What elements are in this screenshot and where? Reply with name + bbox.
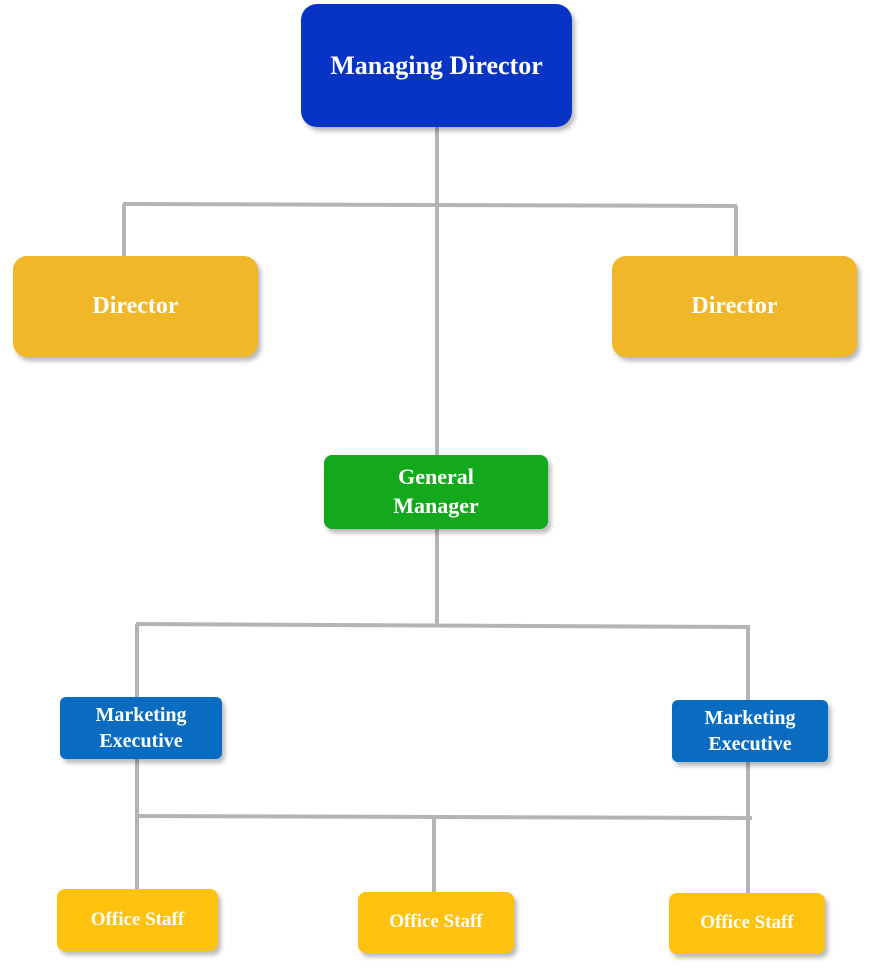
office-staff-label-3: Office Staff [700, 912, 794, 934]
marketing-executive-box-left: Marketing Executive [60, 697, 222, 759]
general-manager-box: General Manager [324, 455, 548, 529]
marketing-executive-left-line-2: Executive [99, 730, 183, 752]
director-label-right: Director [691, 292, 778, 319]
director-box-right: Director [612, 256, 857, 357]
director-label-left: Director [92, 292, 179, 319]
office-staff-box-1: Office Staff [57, 889, 218, 951]
marketing-executive-right-line-1: Marketing [704, 707, 796, 729]
general-manager-label-line-2: Manager [393, 493, 479, 518]
managing-director-label: Managing Director [330, 50, 543, 80]
office-staff-box-2: Office Staff [358, 892, 514, 953]
marketing-executive-label-right: Marketing Executive [704, 705, 795, 757]
marketing-executive-label-left: Marketing Executive [95, 702, 186, 754]
office-staff-box-3: Office Staff [669, 893, 825, 954]
connector-director-bar [122, 202, 738, 208]
director-box-left: Director [13, 256, 258, 357]
office-staff-label-2: Office Staff [389, 911, 483, 933]
general-manager-label-line-1: General [398, 464, 474, 490]
general-manager-label: General Manager [393, 463, 479, 520]
marketing-executive-box-right: Marketing Executive [672, 700, 828, 762]
managing-director-box: Managing Director [301, 4, 572, 127]
marketing-executive-left-line-1: Marketing [95, 704, 187, 726]
connector-executive-bar [135, 622, 751, 629]
office-staff-label-1: Office Staff [90, 908, 185, 930]
marketing-executive-right-line-2: Executive [708, 733, 792, 755]
connector-staff-bar [136, 814, 753, 820]
